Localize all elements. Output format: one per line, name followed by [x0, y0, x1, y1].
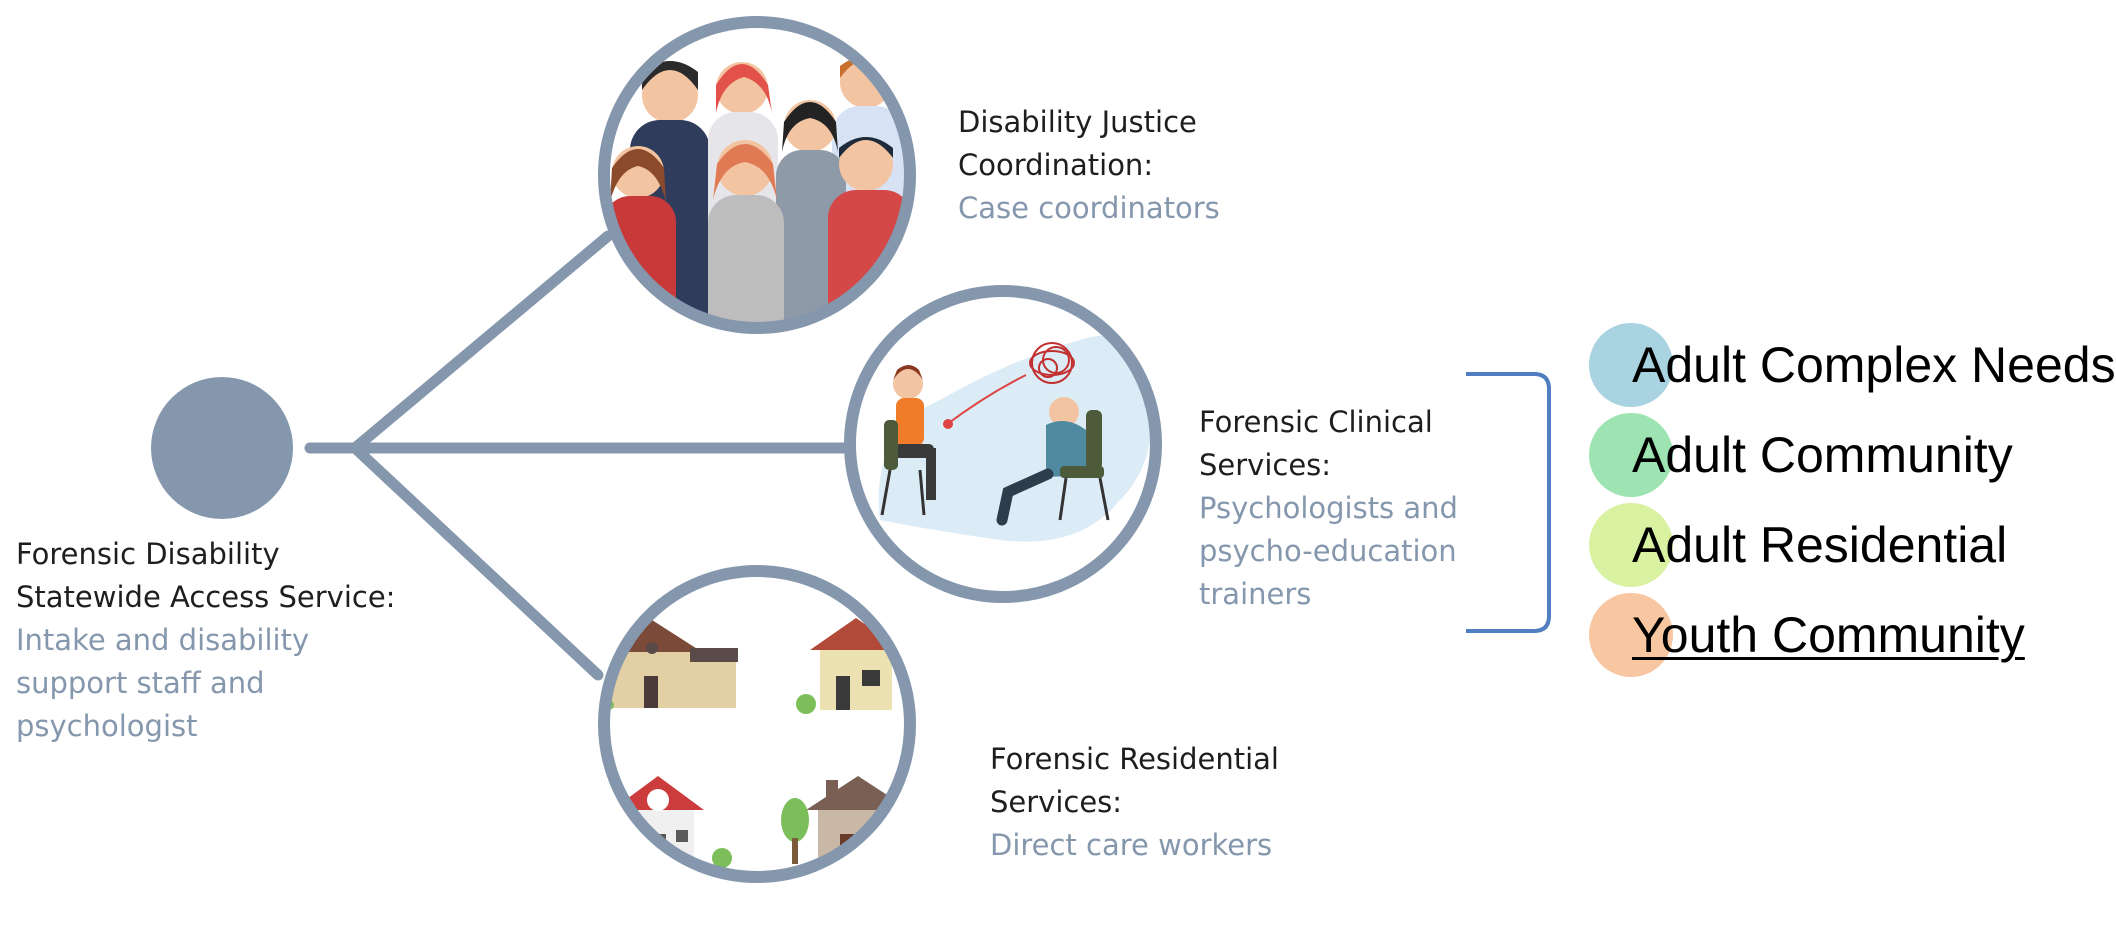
- therapy-session-illustration: [844, 285, 1162, 603]
- coordination-title-line2: Coordination:: [958, 148, 1154, 182]
- access-title-line2: Statewide Access Service:: [16, 580, 396, 614]
- legend-label-adult-residential: Adult Residential: [1632, 517, 2008, 573]
- residential-title-line2: Services:: [990, 785, 1123, 819]
- clinical-desc-line3: trainers: [1199, 577, 1312, 611]
- access-desc-line3: psychologist: [16, 709, 198, 743]
- legend-dot-youth-community: [1589, 593, 1673, 677]
- people-group-illustration: [598, 16, 916, 334]
- bracket-connector: [1466, 372, 1551, 633]
- legend-label-adult-complex-needs: Adult Complex Needs: [1632, 337, 2116, 393]
- access-desc-line2: support staff and: [16, 666, 265, 700]
- legend-dot-adult-residential: [1589, 503, 1673, 587]
- hub-node: [151, 377, 293, 519]
- coordination-title-line1: Disability Justice: [958, 105, 1197, 139]
- legend-dot-adult-complex-needs: [1589, 323, 1673, 407]
- legend-dot-adult-community: [1589, 413, 1673, 497]
- houses-illustration: [598, 565, 916, 883]
- clinical-desc-line1: Psychologists and: [1199, 491, 1458, 525]
- residential-title-line1: Forensic Residential: [990, 742, 1279, 776]
- residential-desc-line1: Direct care workers: [990, 828, 1273, 862]
- clinical-title-line2: Services:: [1199, 448, 1332, 482]
- clinical-title-line1: Forensic Clinical: [1199, 405, 1433, 439]
- coordination-desc-line1: Case coordinators: [958, 191, 1220, 225]
- clinical-desc-line2: psycho-education: [1199, 534, 1457, 568]
- connector-to-residential: [349, 442, 604, 681]
- legend-label-adult-community: Adult Community: [1632, 427, 2013, 483]
- connector-to-coordination: [349, 230, 614, 454]
- access-title-line1: Forensic Disability: [16, 537, 280, 571]
- connector-lines: [304, 230, 856, 681]
- access-desc-line1: Intake and disability: [16, 623, 310, 657]
- legend-label-youth-community: Youth Community: [1632, 607, 2025, 663]
